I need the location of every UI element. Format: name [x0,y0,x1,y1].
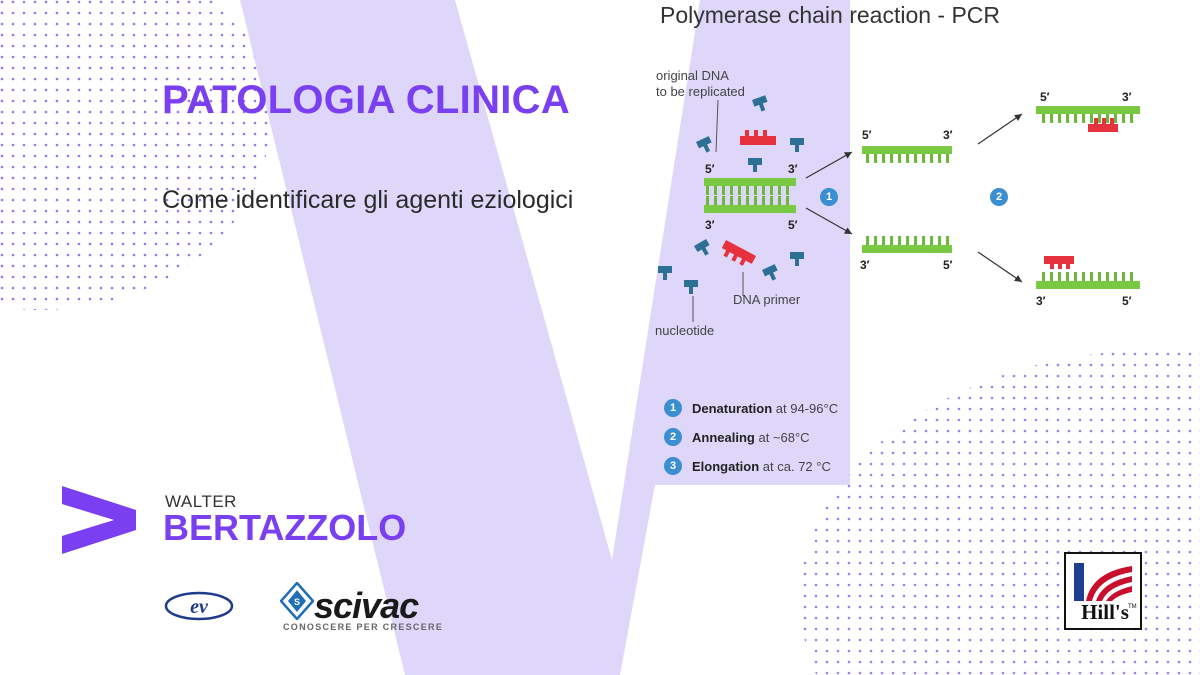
step-badge-2: 2 [990,188,1008,206]
label-dna-primer: DNA primer [733,292,801,307]
legend-step-name: Denaturation [692,400,773,416]
slide-title: PATOLOGIA CLINICA [162,78,571,122]
prime-ann-top-5: 5′ [1040,90,1050,104]
dot-pattern-top-left [0,0,300,310]
label-nucleotide: nucleotide [655,323,715,338]
legend-step-name: Annealing [692,429,755,445]
ev-logo-text: ev [190,596,209,618]
scivac-tagline: CONOSCERE PER CRESCERE [283,622,444,632]
prime-sep-bottom-3: 3′ [860,258,870,272]
big-v-shape [240,0,850,675]
arrow-step1-top [805,151,853,179]
author-last-name: BERTAZZOLO [163,507,407,548]
prime-orig-top-5: 5′ [705,162,715,176]
separated-strand-top [862,146,952,163]
legend-number: 2 [664,428,682,446]
prime-ann-bottom-5: 5′ [1122,294,1132,308]
svg-text:S: S [294,597,300,607]
legend-number: 1 [664,399,682,417]
slide-subtitle: Come identificare gli agenti eziologici [162,186,574,214]
pcr-diagram-title: Polymerase chain reaction - PCR [660,2,1001,28]
annealed-strand-top [1036,106,1140,132]
prime-orig-top-3: 3′ [788,162,798,176]
prime-sep-top-5: 5′ [862,128,872,142]
prime-ann-top-3: 3′ [1122,90,1132,104]
arrow-step2-top [977,113,1023,145]
legend-row-denaturation: 1 Denaturation at 94-96°C [664,399,838,417]
prime-sep-top-3: 3′ [943,128,953,142]
legend-step-detail: at ~68°C [758,429,810,445]
arrow-step2-bottom [977,251,1023,283]
original-dna-double-strand [704,178,796,213]
legend-row-annealing: 2 Annealing at ~68°C [664,428,810,446]
leader-line-original [715,99,719,153]
hills-logo-mark-icon [1072,560,1134,602]
scivac-logo-text: scivac [314,585,419,626]
step-badge-1: 1 [820,188,838,206]
legend-row-elongation: 3 Elongation at ca. 72 °C [664,457,831,475]
nucleotides [658,95,804,294]
prime-orig-bottom-3: 3′ [705,218,715,232]
prime-sep-bottom-5: 5′ [943,258,953,272]
accent-chevron-icon [62,486,136,554]
annealed-strand-bottom [1036,256,1140,289]
prime-ann-bottom-3: 3′ [1036,294,1046,308]
ev-logo: ev [164,591,234,621]
legend-step-detail: at ca. 72 °C [762,458,831,474]
scivac-emblem-icon: S [280,582,314,620]
hills-trademark: TM [1128,604,1137,610]
separated-strand-bottom [862,236,952,253]
free-primer-bottom [721,240,757,266]
arrow-step1-bottom [805,207,853,235]
legend-step-detail: at 94-96°C [775,400,839,416]
label-original-dna-line2: to be replicated [656,84,745,99]
legend-number: 3 [664,457,682,475]
prime-orig-bottom-5: 5′ [788,218,798,232]
pcr-diagram [658,95,1140,322]
legend-step-name: Elongation [692,458,760,474]
free-primer-top [740,130,776,145]
hills-logo-text: Hill's [1081,600,1129,624]
label-original-dna-line1: original DNA [656,68,729,83]
author-first-name: WALTER [165,492,237,511]
